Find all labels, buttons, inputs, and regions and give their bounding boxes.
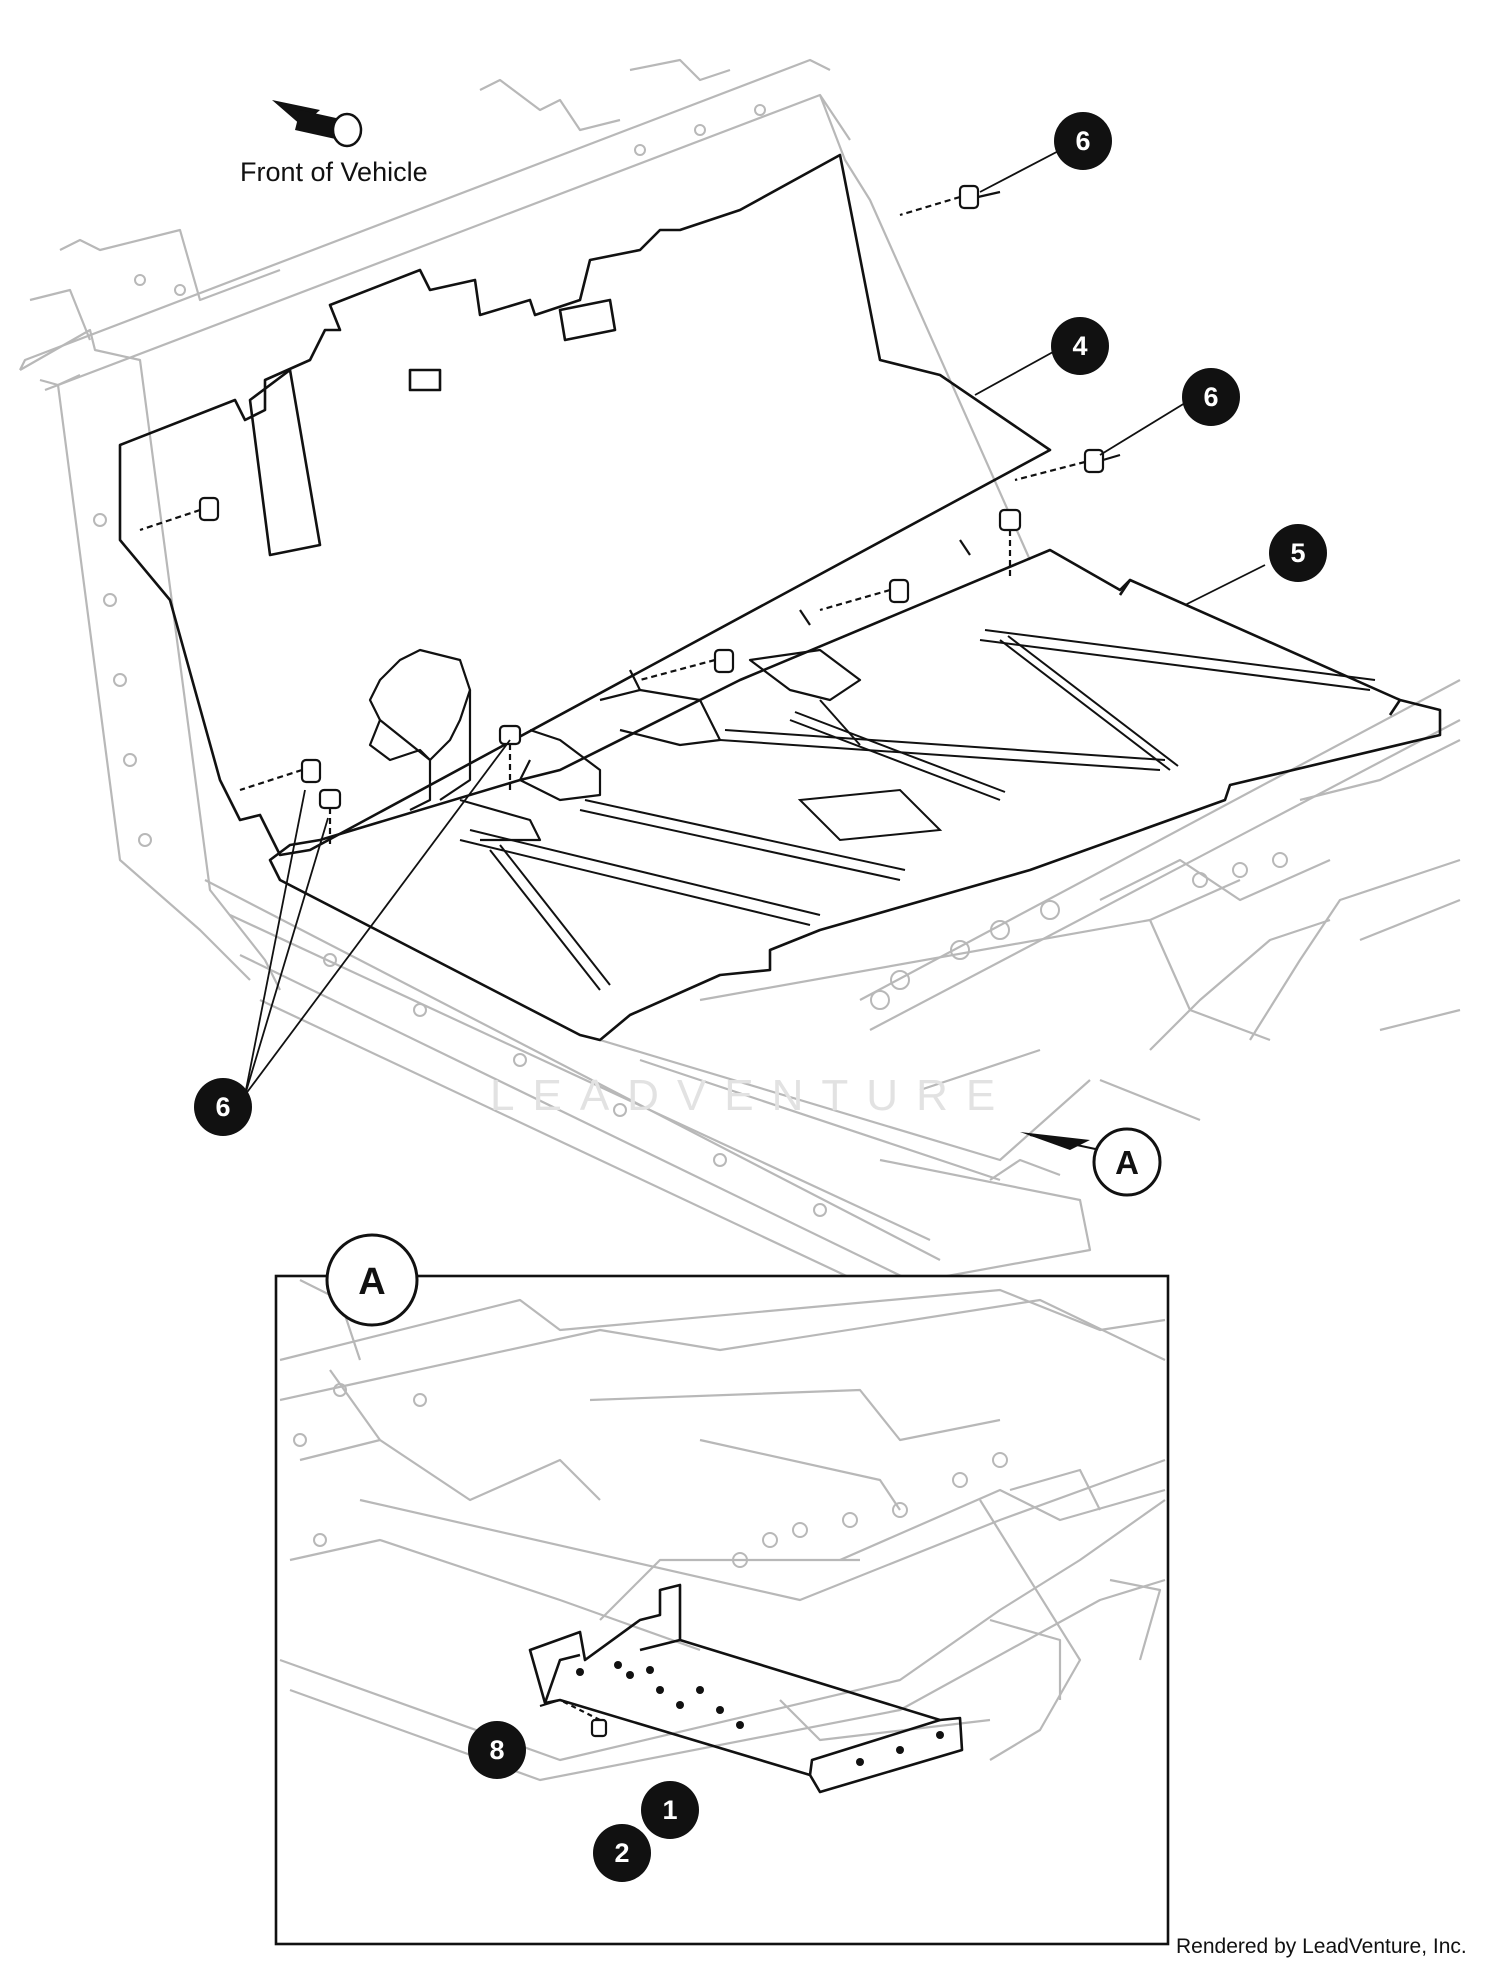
fastener-a: [819, 578, 910, 612]
frame-holes: [93, 104, 1288, 1217]
fastener-top: [899, 184, 1001, 217]
fastener-e: [498, 724, 522, 790]
callout-2: 2: [593, 1824, 651, 1882]
inset-frame-holes: [293, 1383, 1008, 1568]
fastener-c: [239, 758, 322, 792]
inset-letter: A: [358, 1261, 385, 1303]
detail-reference-a: A: [1020, 1127, 1162, 1197]
detail-inset: A 8 1 2: [274, 1233, 1170, 1946]
callout-6-top: 6: [1054, 112, 1112, 170]
fastener-group: [139, 184, 1121, 845]
callout-5-label: 5: [1290, 538, 1305, 568]
tray-holes: [576, 1661, 944, 1766]
callout-4-label: 4: [1072, 331, 1087, 361]
watermark: LEADVENTURE: [490, 1071, 1013, 1120]
fastener-left: [139, 496, 220, 532]
brackets: [368, 648, 862, 842]
callout-1-label: 1: [662, 1795, 677, 1825]
callout-6-bottom: 6: [194, 1078, 252, 1136]
fastener-b: [639, 648, 735, 682]
render-credit: Rendered by LeadVenture, Inc.: [1176, 1935, 1467, 1958]
bulkhead-panel: [118, 153, 1052, 857]
callout-6-top-label: 6: [1075, 126, 1090, 156]
callout-8-label: 8: [489, 1735, 504, 1765]
fastener-d: [318, 788, 342, 845]
callout-2-label: 2: [614, 1838, 629, 1868]
fastener-item-8: [539, 1698, 608, 1738]
vehicle-frame: [19, 58, 1461, 1321]
callout-1: 1: [641, 1781, 699, 1839]
direction-arrow: [272, 100, 363, 148]
callout-6-mid: 6: [1182, 368, 1240, 426]
battery-tray: [528, 1583, 964, 1794]
callout-6-mid-label: 6: [1203, 382, 1218, 412]
fastener-mid: [1014, 448, 1121, 482]
callout-6-bottom-label: 6: [215, 1092, 230, 1122]
detail-reference-letter: A: [1115, 1144, 1139, 1181]
callout-8: 8: [468, 1721, 526, 1779]
fastener-f: [998, 508, 1022, 580]
floor-ribs: [459, 629, 1376, 991]
callout-4: 4: [1051, 317, 1109, 375]
orientation-label: Front of Vehicle: [240, 157, 428, 187]
floor-panel: [268, 548, 1442, 1042]
callout-5: 5: [1269, 524, 1327, 582]
